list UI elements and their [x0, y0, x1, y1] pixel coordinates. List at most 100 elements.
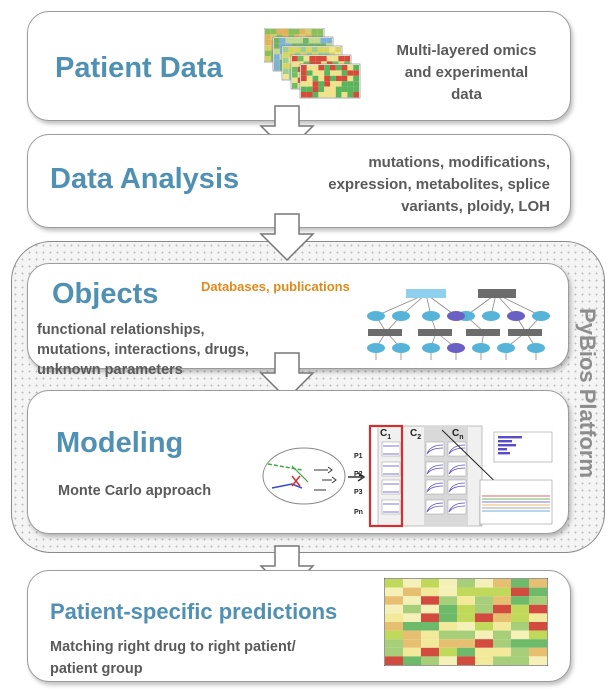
- heatmap-cell: [475, 587, 493, 597]
- heatmap-cell: [529, 604, 547, 614]
- heatmap-cell: [385, 639, 403, 648]
- heatmap-cell: [403, 596, 421, 605]
- heatmap-cell: [421, 579, 439, 588]
- heatmap-cell: [403, 579, 421, 588]
- patient-data-desc-line-1: Multi-layered omics: [396, 42, 537, 59]
- heatmap-cell: [493, 630, 511, 640]
- heatmap-cell: [511, 647, 529, 657]
- heatmap-cell: [403, 630, 421, 640]
- heatmap-cell: [403, 639, 421, 648]
- heatmap-cell: [421, 622, 439, 631]
- heatmap-cell: [439, 587, 457, 597]
- heatmap-cell: [511, 604, 529, 614]
- heatmap-cell: [493, 587, 511, 597]
- predictions-desc-line-2: patient group: [50, 661, 143, 677]
- heatmap-cell: [385, 596, 403, 605]
- simulation-plot: [425, 461, 445, 477]
- simulation-plot: [447, 479, 467, 495]
- heatmap-cell: [439, 604, 457, 614]
- heatmap-cell: [403, 647, 421, 657]
- simulation-plot: [381, 461, 401, 477]
- predictions-desc-line-1: Matching right drug to right patient/: [50, 639, 296, 655]
- heatmap-cell: [457, 622, 475, 631]
- heatmap-cell: [475, 604, 493, 614]
- heatmap-cell: [511, 587, 529, 597]
- heatmap-cell: [529, 579, 547, 588]
- heatmap-cell: [385, 622, 403, 631]
- inset-bar: [498, 440, 512, 443]
- heatmap-cell: [403, 613, 421, 622]
- inset-bar: [498, 448, 507, 451]
- omics-sheet: [299, 63, 361, 99]
- heatmap-cell: [529, 647, 547, 657]
- heatmap-cell: [421, 656, 439, 665]
- heatmap-cell: [439, 613, 457, 622]
- simulation-plot: [381, 499, 401, 515]
- heatmap-cell: [475, 630, 493, 640]
- heatmap-cell: [511, 622, 529, 631]
- heatmap-cell: [511, 656, 529, 665]
- heatmap-cell: [511, 613, 529, 622]
- objects-title: Objects: [52, 278, 159, 310]
- heatmap-cell: [421, 647, 439, 657]
- data-analysis-box: [27, 134, 571, 228]
- heatmap-cell: [511, 630, 529, 640]
- heatmap-cell: [457, 604, 475, 614]
- patient-simulation-matrix: [368, 424, 553, 528]
- heatmap-cell: [385, 630, 403, 640]
- data-analysis-title: Data Analysis: [50, 163, 240, 195]
- svg-text:PyBios Platform: PyBios Platform: [575, 308, 600, 478]
- heatmap-cell: [439, 596, 457, 605]
- simulation-plot: [381, 441, 401, 457]
- patient-data-desc: Multi-layered omics and experimental dat…: [374, 40, 559, 106]
- heatmap-cell: [403, 622, 421, 631]
- heatmap-cell: [403, 587, 421, 597]
- objects-desc-line-1: functional relationships,: [37, 322, 205, 338]
- heatmap-cell: [421, 630, 439, 640]
- predictions-desc: Matching right drug to right patient/ pa…: [50, 636, 296, 680]
- objects-source-label: Databases, publications: [201, 279, 350, 294]
- heatmap-cell: [385, 604, 403, 614]
- data-analysis-desc-line-3: variants, ploidy, LOH: [401, 198, 550, 215]
- heatmap-cell: [403, 656, 421, 665]
- heatmap-cell: [529, 622, 547, 631]
- omics-heatmap-stack: [264, 28, 361, 99]
- heatmap-cell: [529, 596, 547, 605]
- heatmap-cell: [439, 647, 457, 657]
- heatmap-cell: [403, 604, 421, 614]
- heatmap-cell: [529, 630, 547, 640]
- patient-data-desc-line-2: and experimental: [404, 64, 529, 81]
- heatmap-cell: [511, 579, 529, 588]
- heatmap-cell: [439, 622, 457, 631]
- heatmap-cell: [457, 613, 475, 622]
- heatmap-cell: [457, 596, 475, 605]
- heatmap-cell: [529, 639, 547, 648]
- simulation-plot: [447, 499, 467, 515]
- heatmap-cell: [439, 630, 457, 640]
- heatmap-cell: [493, 647, 511, 657]
- heatmap-cell: [475, 656, 493, 665]
- predictions-title: Patient-specific predictions: [50, 599, 338, 624]
- heatmap-cell: [457, 639, 475, 648]
- flow-arrow-3: [259, 352, 315, 401]
- heatmap-cell: [493, 604, 511, 614]
- heatmap-cell: [439, 656, 457, 665]
- heatmap-cell: [439, 579, 457, 588]
- prediction-heatmap: [384, 578, 548, 666]
- data-analysis-desc: mutations, modifications, expression, me…: [288, 152, 550, 218]
- heatmap-cell: [457, 656, 475, 665]
- heatmap-cell: [421, 596, 439, 605]
- simulation-plot: [425, 441, 445, 457]
- heatmap-cell: [493, 579, 511, 588]
- heatmap-cell: [385, 647, 403, 657]
- heatmap-cell: [421, 639, 439, 648]
- simulation-plot: [425, 479, 445, 495]
- inset-bar: [498, 444, 516, 447]
- heatmap-cell: [475, 639, 493, 648]
- heatmap-cell: [511, 596, 529, 605]
- heatmap-cell: [385, 587, 403, 597]
- heatmap-cell: [475, 647, 493, 657]
- heatmap-cell: [457, 587, 475, 597]
- heatmap-cell: [493, 639, 511, 648]
- heatmap-cell: [457, 647, 475, 657]
